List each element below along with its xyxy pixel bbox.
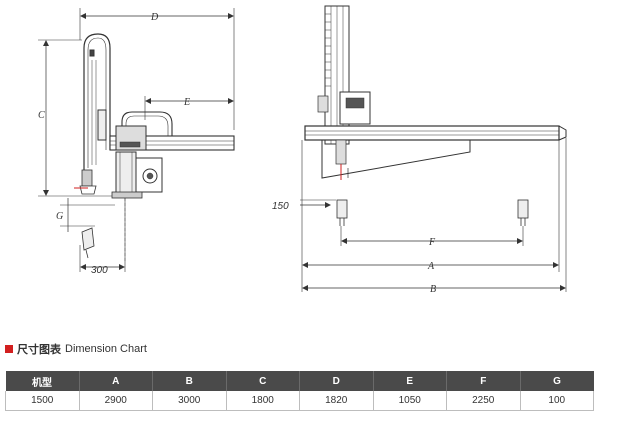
dim-label-b: B	[430, 284, 436, 295]
table-cell: 1800	[225, 391, 300, 411]
dim-label-300: 300	[91, 265, 108, 276]
dim-label-a: A	[427, 261, 435, 272]
heading-title-en: Dimension Chart	[65, 343, 147, 355]
side-view	[38, 8, 235, 272]
dim-label-g: G	[56, 211, 63, 222]
table-cell: 1050	[372, 391, 447, 411]
table-cell: 1820	[299, 391, 374, 411]
dim-label-e: E	[183, 97, 190, 108]
technical-drawing: D E C G 300	[38, 5, 567, 295]
dim-label-c: C	[38, 110, 45, 121]
table-header: A	[78, 371, 153, 391]
table-header: F	[446, 371, 520, 391]
table-header: E	[372, 371, 447, 391]
table-header: 机型	[5, 371, 79, 391]
table-header: B	[152, 371, 226, 391]
table-header-row: 机型 A B C D E F G	[5, 371, 594, 391]
table-header: G	[519, 371, 594, 391]
dimension-table: 机型 A B C D E F G 1500 2900 3000 1800 182…	[5, 371, 594, 411]
side-column	[115, 151, 137, 197]
section-heading: 尺寸图表 Dimension Chart	[5, 341, 147, 357]
table-cell: 100	[519, 391, 594, 411]
dim-label-150: 150	[272, 201, 289, 212]
dim-label-f: F	[428, 237, 436, 248]
table-cell: 2900	[78, 391, 153, 411]
dim-label-d: D	[150, 12, 159, 23]
vertical-arm	[83, 33, 111, 170]
table-header: D	[299, 371, 373, 391]
front-view	[300, 5, 567, 292]
heading-title-cn: 尺寸图表	[17, 344, 61, 356]
table-cell: 1500	[5, 391, 80, 411]
table-cell: 3000	[152, 391, 227, 411]
table-row: 1500 2900 3000 1800 1820 1050 2250 100	[5, 391, 594, 411]
table-cell: 2250	[446, 391, 521, 411]
heading-marker-icon	[5, 345, 13, 353]
table-header: C	[225, 371, 300, 391]
front-main-beam	[304, 125, 560, 141]
